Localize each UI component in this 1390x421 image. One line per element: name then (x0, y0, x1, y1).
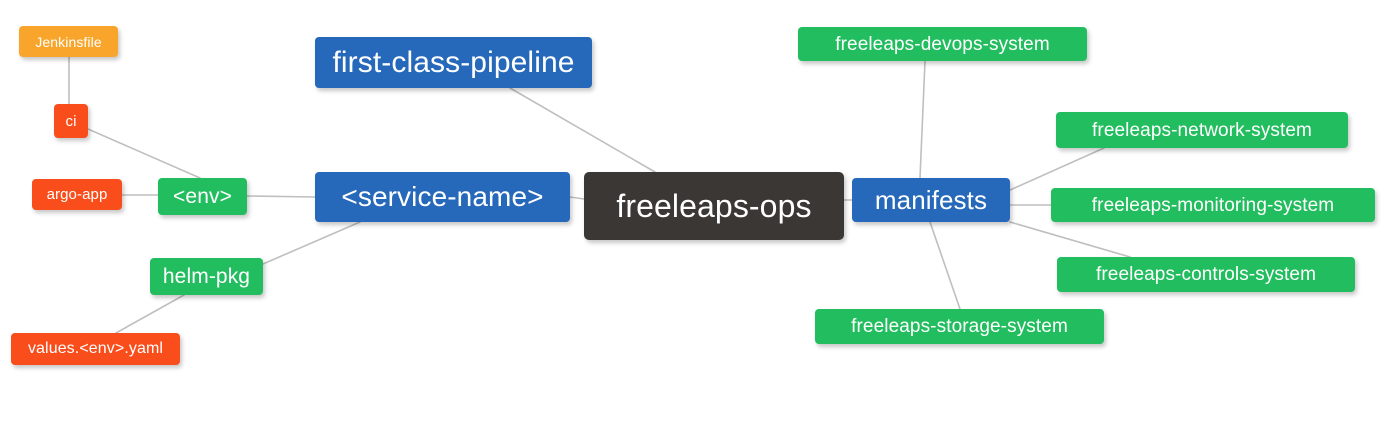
node-first-class-pipeline[interactable]: first-class-pipeline (315, 37, 592, 88)
edge-freeleaps-ops-to-service-name (569, 196, 585, 200)
edge-freeleaps-ops-to-first-class-pipeline (509, 87, 656, 173)
edge-env-to-ci (87, 128, 201, 179)
node-freeleaps-monitoring-system[interactable]: freeleaps-monitoring-system (1051, 188, 1375, 222)
node-argo-app[interactable]: argo-app (32, 179, 122, 210)
edge-manifests-to-freeleaps-storage-system (929, 221, 961, 310)
edge-manifests-to-freeleaps-devops-system (919, 60, 926, 179)
node-helm-pkg[interactable]: helm-pkg (150, 258, 263, 295)
node-freeleaps-storage-system[interactable]: freeleaps-storage-system (815, 309, 1104, 344)
edge-manifests-to-freeleaps-controls-system (1009, 221, 1131, 258)
node-freeleaps-ops[interactable]: freeleaps-ops (584, 172, 844, 240)
node-freeleaps-devops-system[interactable]: freeleaps-devops-system (798, 27, 1087, 61)
node-env[interactable]: <env> (158, 178, 247, 215)
node-manifests[interactable]: manifests (852, 178, 1010, 222)
edge-service-name-to-helm-pkg (262, 221, 361, 265)
node-ci[interactable]: ci (54, 104, 88, 138)
node-freeleaps-controls-system[interactable]: freeleaps-controls-system (1057, 257, 1355, 292)
node-values-yaml[interactable]: values.<env>.yaml (11, 333, 180, 365)
node-service-name[interactable]: <service-name> (315, 172, 570, 222)
edge-helm-pkg-to-values-yaml (115, 294, 185, 334)
node-freeleaps-network-system[interactable]: freeleaps-network-system (1056, 112, 1348, 148)
node-jenkinsfile[interactable]: Jenkinsfile (19, 26, 118, 57)
edge-service-name-to-env (246, 195, 316, 198)
edge-manifests-to-freeleaps-network-system (1009, 147, 1105, 191)
